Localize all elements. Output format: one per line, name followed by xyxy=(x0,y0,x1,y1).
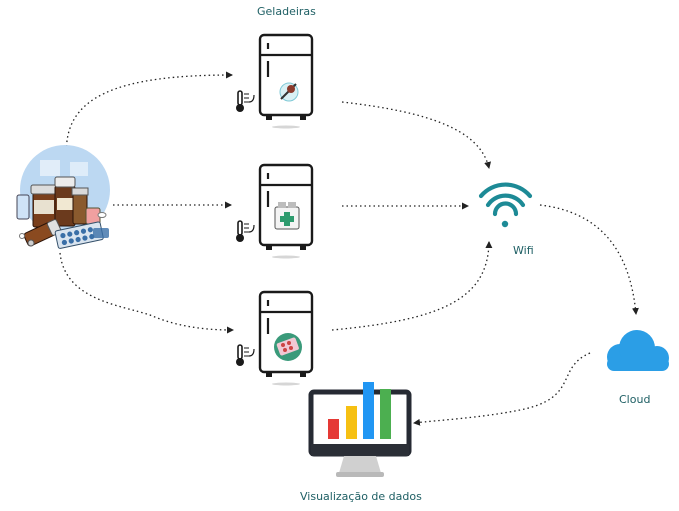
thermometer-icon xyxy=(235,344,255,367)
edge-cloud-dashboard xyxy=(413,352,591,426)
fridges-label: Geladeiras xyxy=(257,5,316,18)
wifi-label: Wifi xyxy=(513,244,534,257)
cloud-label: Cloud xyxy=(619,393,651,406)
connectors xyxy=(59,71,639,426)
edge-source-fridge-top xyxy=(65,71,233,161)
fridge-top xyxy=(235,33,314,130)
thermometer-icon xyxy=(235,90,255,113)
bar-red xyxy=(328,419,339,439)
fridge-bottom xyxy=(235,290,314,387)
edge-fridge-top-wifi xyxy=(341,101,492,169)
fridge-middle xyxy=(235,163,314,260)
edge-fridge-bottom-wifi xyxy=(331,241,493,331)
fridge-icon xyxy=(258,163,314,260)
fridge-icon xyxy=(258,290,314,387)
data-visualization-label: Visualização de dados xyxy=(300,490,422,503)
bar-chart-monitor-icon xyxy=(308,382,412,477)
bar-yellow xyxy=(346,406,357,439)
cloud-icon xyxy=(607,330,669,371)
bar-blue xyxy=(363,382,374,439)
thermometer-icon xyxy=(235,220,255,243)
edge-source-fridge-bottom xyxy=(59,252,234,334)
edge-wifi-cloud xyxy=(539,204,639,315)
medicines-icon xyxy=(16,145,110,249)
wifi-icon xyxy=(478,182,533,228)
fridge-icon xyxy=(258,33,314,130)
bar-green xyxy=(380,389,391,439)
